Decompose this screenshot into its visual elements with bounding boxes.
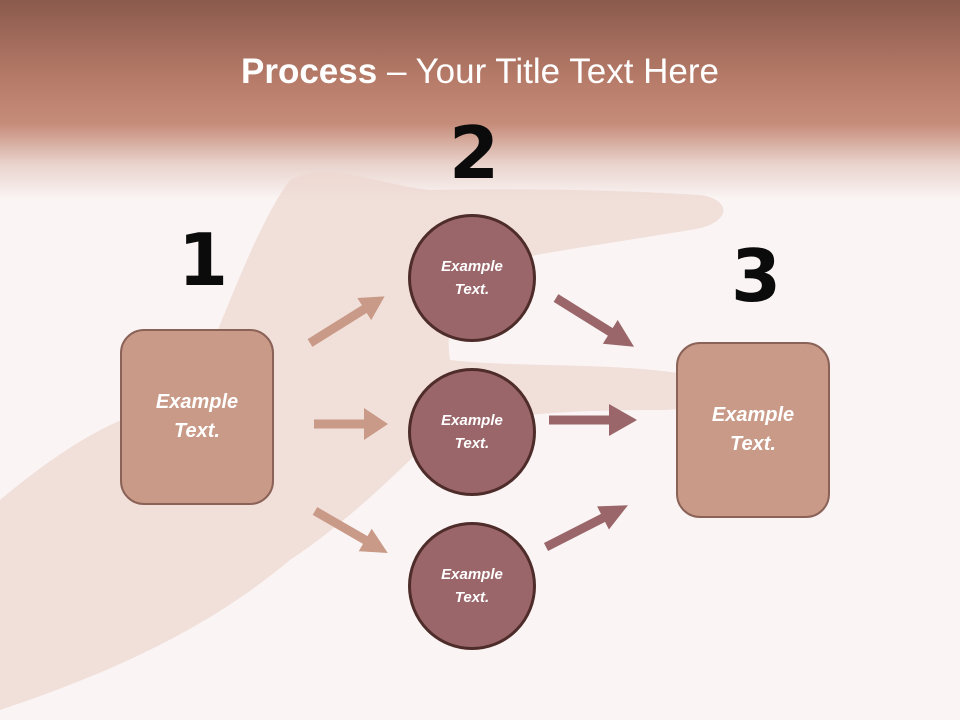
header-band: [0, 0, 960, 200]
step-3-label: Example Text.: [711, 404, 795, 455]
circle-bottom-label: Example Text.: [441, 566, 503, 606]
slide-title: Process – Your Title Text Here: [0, 52, 960, 92]
title-bold: Process: [241, 52, 378, 91]
step-3-box: Example Text.: [676, 342, 830, 518]
step-number-2: 2: [449, 111, 500, 195]
step-1-box: Example Text.: [120, 329, 274, 505]
circle-top: Example Text.: [408, 214, 536, 342]
circle-bottom: Example Text.: [408, 522, 536, 650]
step-number-3: 3: [731, 234, 782, 318]
step-number-1: 1: [178, 218, 229, 302]
step-1-label: Example Text.: [155, 391, 239, 442]
circle-top-label: Example Text.: [441, 258, 503, 298]
circle-middle-label: Example Text.: [441, 412, 503, 452]
circle-middle: Example Text.: [408, 368, 536, 496]
title-rest: – Your Title Text Here: [377, 52, 719, 91]
